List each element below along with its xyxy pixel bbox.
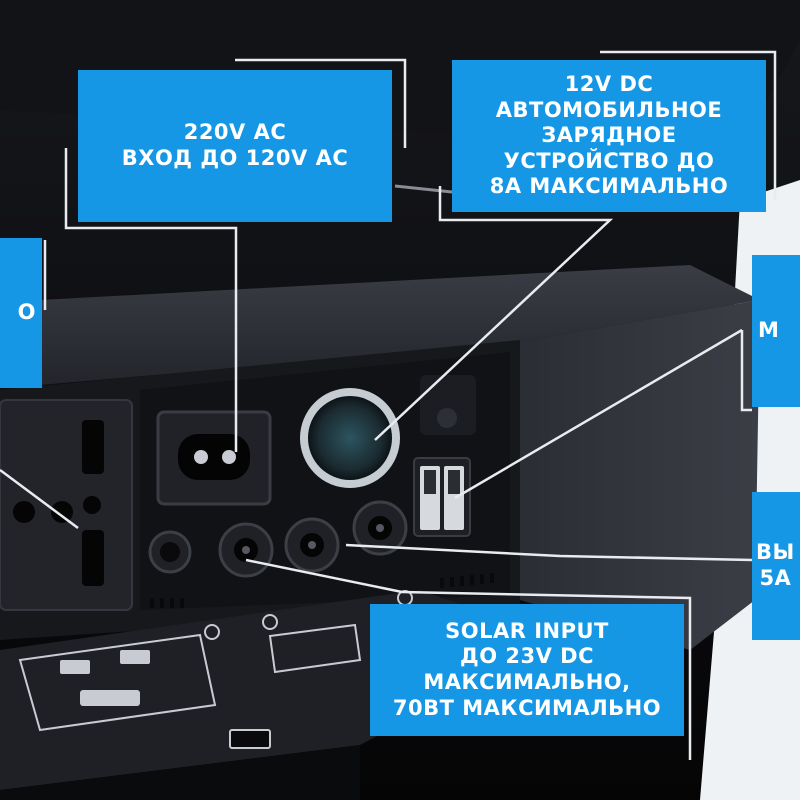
dc-jack-icon <box>148 500 408 578</box>
cigarette-lighter-socket-icon <box>300 388 400 488</box>
usb-port-icon <box>413 457 471 537</box>
iec-c8-inlet-icon <box>156 410 272 506</box>
vent-slots <box>150 573 494 608</box>
toggle-switch <box>420 375 476 435</box>
leader-lines <box>0 50 777 760</box>
callout-right-partial-2: ВЫ 5А <box>752 492 800 640</box>
device-top <box>40 265 760 385</box>
callout-ac-input: 220V AC ВХОД ДО 120V AC <box>78 70 392 222</box>
callout-dc-car-charger: 12V DC АВТОМОБИЛЬНОЕ ЗАРЯДНОЕ УСТРОЙСТВО… <box>452 60 766 212</box>
callout-left-partial: О <box>0 238 42 388</box>
callout-solar-input: SOLAR INPUT ДО 23V DC МАКСИМАЛЬНО, 70ВТ … <box>370 604 684 736</box>
shelf-edge <box>394 184 453 194</box>
power-socket-icon <box>0 399 133 611</box>
callout-right-partial-1: М <box>752 255 800 407</box>
device-side <box>500 300 760 650</box>
